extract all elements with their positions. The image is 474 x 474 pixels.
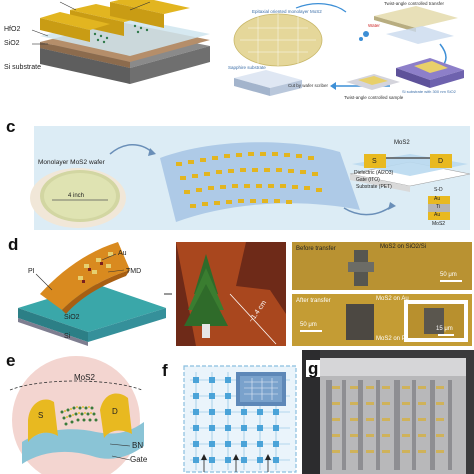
panel-a-illustration [31,0,210,84]
au-label-top: Au [434,196,441,202]
twist-transfer-label: Twist-angle controlled transfer [384,1,445,6]
source-label: S [372,158,377,165]
panel-f-illustration [183,365,297,473]
twist-sample-label: Twist-angle controlled sample [344,95,404,100]
panel-e: e MoS2 S D BN Gate [0,350,156,474]
gate-label: Gate [130,455,148,464]
au-label: Au [118,250,127,257]
panel-d: d PI Au TMD SiO2 Si ~1.4 cm Before trans… [0,234,474,346]
dielectric-label: Dielectric (Al2O3) [354,170,394,176]
sio2-label: SiO2 [4,40,20,47]
panel-e-illustration [9,356,144,474]
ti-label: Ti [436,204,440,210]
scale-bar-2-label: 50 μm [300,322,317,328]
after-transfer-label: After transfer [296,298,331,304]
mos2-on-sio2-label: MoS2 on SiO2/Si [380,244,427,250]
sio2-substrate-label: SiO2 [64,314,80,321]
panel-label-g: g [306,359,321,378]
hfo2-label: HfO2 [4,26,21,33]
substrate-pet-label: Substrate (PET) [356,184,392,190]
mos2-label: MoS2 [74,373,95,382]
panel-c: c Monolayer MoS2 wafer 4 inch MoS2 S D D… [0,118,474,230]
gate-ito-label: Gate (ITO) [356,177,380,183]
si-substrate-label: Si substrate [4,64,41,71]
au-label-bottom: Au [434,212,441,218]
mos2-bottom-label: MoS2 [432,221,446,227]
si-label: Si [64,333,71,340]
scale-bar-3-label: 15 μm [436,326,453,332]
mos2-label: MoS2 [394,140,410,146]
panel-d-illustration [18,242,472,346]
si-sio2-substrate-label: Si substrate with 300 nm SiO2 [402,89,456,94]
drain-label: D [438,158,444,165]
panel-label-d: d [8,235,19,254]
epitaxial-label: Epitaxial oriented monolayer MoS2 [252,9,322,14]
panel-label-f: f [162,361,168,380]
panel-b: Epitaxial oriented monolayer MoS2 Sapphi… [226,0,474,112]
mos2-on-au-label: MoS2 on Au [376,296,409,302]
cut-label: Cut by wafer scriber [288,83,329,88]
panel-label-c: c [6,118,16,136]
wafer-size-label: 4 inch [68,193,85,199]
panel-f: f [160,350,300,474]
bn-label: BN [132,441,144,450]
water-label: Water [368,23,380,28]
tmd-label: TMD [126,268,142,275]
panel-label-e: e [6,351,16,370]
pi-label: PI [28,268,35,275]
panel-c-illustration [30,142,471,228]
before-transfer-label: Before transfer [296,246,336,252]
scale-bar-1-label: 50 μm [440,272,457,278]
panel-a: HfO2 SiO2 Si substrate [0,0,222,88]
panel-b-illustration [233,3,464,96]
source-label: S [38,411,44,420]
panel-g-photo [302,350,474,474]
drain-label: D [112,407,118,416]
wafer-label: Monolayer MoS2 wafer [38,159,105,166]
mos2-on-pi-label: MoS2 on PI [376,336,408,342]
sd-label: S-D [434,187,443,193]
sapphire-label: Sapphire substrate [228,65,266,70]
panel-g: g [302,350,474,474]
